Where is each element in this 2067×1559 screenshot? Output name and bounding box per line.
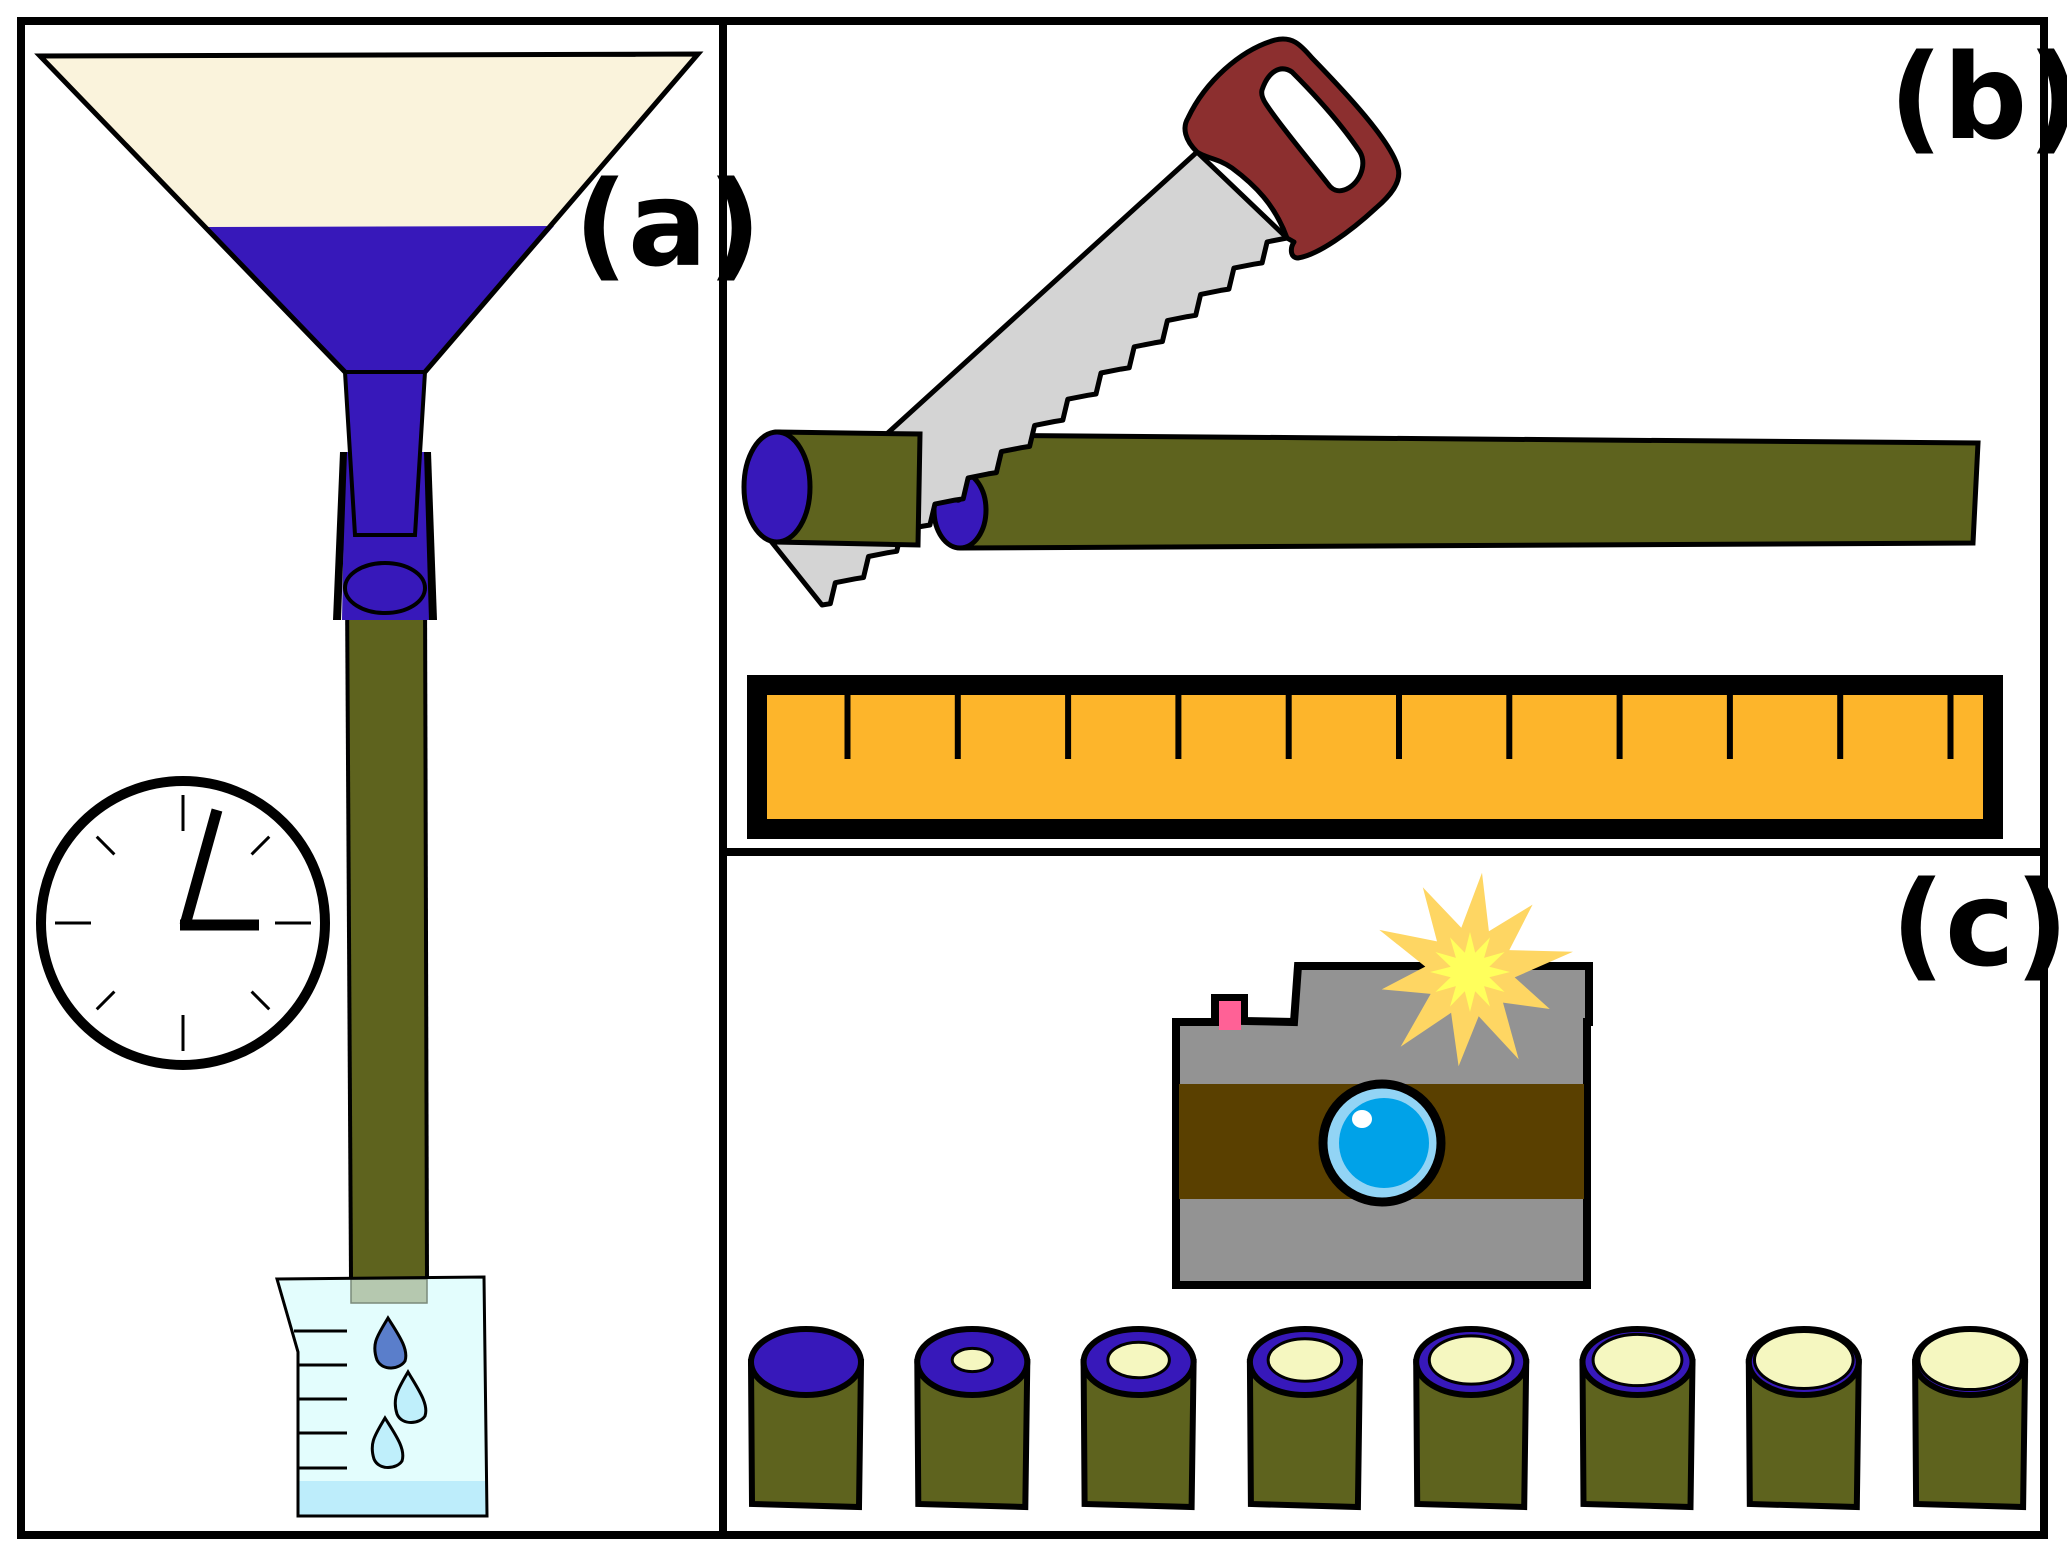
segment-unstained-core [1427,1334,1515,1386]
cut-segment [1912,1326,2029,1511]
tube-left-edge [345,589,353,1281]
beaker-glass [277,1277,487,1516]
beaker-water [298,1481,487,1516]
tube-end-in-beaker [350,1278,428,1304]
tube-top-cross-section [343,561,427,615]
sleeve-right-wall [424,452,437,620]
segment-unstained-core [1266,1337,1344,1383]
funnel-neck-outline [342,370,428,537]
ruler-icon [747,675,2003,839]
cut-segment [1413,1326,1530,1511]
clock-ticks [55,795,311,1051]
short-cut-segment [741,429,923,548]
camera-lens [1339,1098,1429,1188]
funnel-neck-fill [345,372,425,535]
funnel-empty-area [40,54,698,227]
panel-label-c: (c) [1891,855,2067,993]
funnel-outline [34,51,704,374]
short-segment-end-cross-section [741,429,813,545]
cut-segment [747,1326,865,1511]
segment-unstained-core [1591,1332,1684,1388]
clock-tick [250,990,271,1011]
segment-unstained-core [950,1346,994,1374]
cut-segment [914,1326,1031,1511]
segment-row [747,1326,2029,1511]
segment-unstained-core [1917,1328,2023,1392]
clock-tick [95,835,116,856]
tube-body [347,590,427,1303]
panel-c: (c) [747,855,2067,1511]
saw-handle-grip-hole [1259,66,1366,194]
water-drop-icon [393,1369,428,1424]
segment-unstained-core [1106,1340,1171,1380]
panel-label-b: (b) [1889,28,2067,166]
camera-icon [1172,872,1593,1289]
beaker-graduations [294,1329,347,1470]
cut-segment [1246,1326,1363,1511]
water-drop-icon [370,1415,405,1469]
shutter-button [1219,1001,1241,1030]
sleeve-left-wall [333,452,347,620]
beaker-outline [275,1275,489,1518]
saw-handle [1182,36,1402,261]
segment-unstained-core [1752,1330,1855,1390]
panel-c-frame [719,848,2048,1539]
flash-core-icon [1430,932,1510,1012]
long-tube-body [957,432,1981,551]
cut-segment [1745,1326,1862,1511]
long-tube-segment [931,432,1981,551]
panel-a: (a) [34,51,762,1518]
ruler-ticks [844,694,1954,759]
cut-segment [1080,1326,1197,1511]
water-drop-dark-icon [373,1315,408,1370]
lens-highlight [1352,1110,1372,1128]
panel-b: (b) [741,28,2067,839]
beaker-icon [275,1275,489,1518]
clock-tick [250,835,271,856]
panel-label-a: (a) [574,155,762,293]
cut-segment [1579,1326,1696,1511]
panel-frames [17,17,2048,1539]
clock-tick [95,990,116,1011]
ruler-body [747,675,2003,839]
vertical-tube-sample [345,589,429,1303]
clock-minute-hand [179,808,223,927]
segment-stained-cross-section [748,1326,864,1398]
tube-right-edge [423,589,429,1281]
clock-icon [36,776,330,1070]
tube-holder-sleeve [333,370,437,620]
